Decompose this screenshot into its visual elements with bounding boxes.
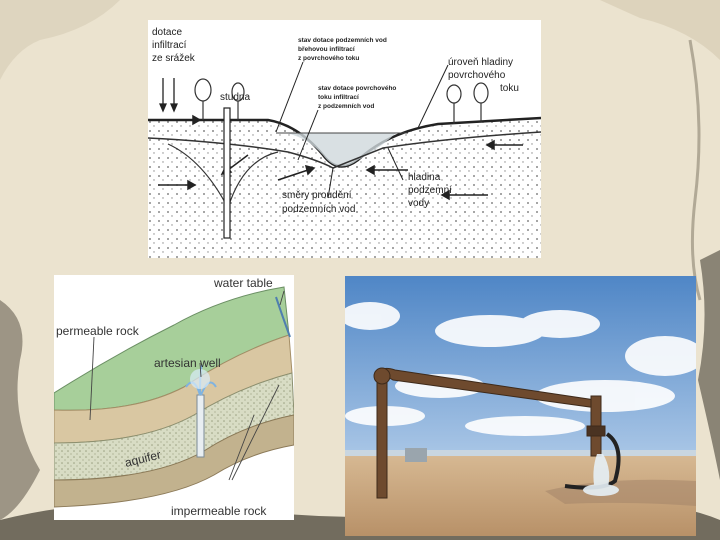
artesian-well-diagram: water table permeable rock artesian well…	[54, 275, 294, 520]
groundwater-diagram-drawing: dotace infiltrací ze srážek studna stav …	[148, 20, 541, 258]
well-label: studna	[220, 92, 250, 103]
rain-arrows	[160, 78, 177, 111]
groundwater-flow-diagram: dotace infiltrací ze srážek studna stav …	[148, 20, 541, 258]
distant-tank	[405, 448, 427, 462]
groundwater-infiltration-label: stav dotace povrchového toku infiltrací …	[318, 85, 398, 110]
photo-drawing	[345, 276, 696, 536]
artesian-well-photo	[345, 276, 696, 536]
bank-infiltration-label: stav dotace podzemních vod břehovou infi…	[298, 37, 389, 62]
water-table-label: water table	[213, 276, 273, 290]
artesian-well-pipe	[197, 395, 204, 457]
impermeable-rock-label: impermeable rock	[171, 504, 267, 518]
recharge-label: dotace infiltrací ze srážek	[152, 27, 196, 64]
well-pipe	[224, 108, 230, 238]
permeable-rock-label: permeable rock	[56, 324, 140, 338]
artesian-well-label: artesian well	[154, 356, 221, 370]
artesian-diagram-drawing: water table permeable rock artesian well…	[54, 275, 294, 520]
